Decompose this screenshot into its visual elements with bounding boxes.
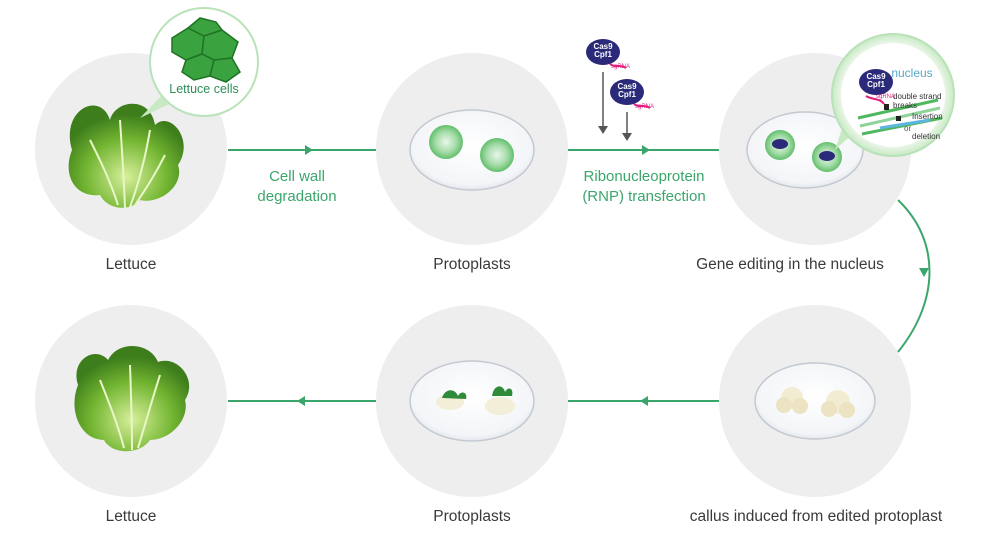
petri-dish-callus [754, 362, 876, 440]
rnp-guide-label-2: sgRNA [635, 104, 655, 110]
or-label: or [904, 124, 912, 133]
nucleus-guide-label: sgRNA [876, 94, 896, 100]
lettuce-plant-top [68, 103, 184, 209]
deletion-label: deletion [912, 132, 941, 141]
nucleus-callout [831, 33, 955, 157]
step-cell-wall-line1: Cell wall [269, 168, 325, 185]
stage-label-gene-editing: Gene editing in the nucleus [696, 256, 884, 273]
nucleus-label: nucleus [891, 66, 933, 80]
arrowhead-4 [640, 396, 648, 406]
rnp-guide-label-1: sgRNA [611, 64, 631, 70]
step-rnp-line2: (RNP) transfection [582, 188, 706, 205]
nucleus-enzyme-label: Cas9 Cpf1 [866, 72, 886, 89]
arrow-curve-down [897, 199, 931, 353]
arrowhead-5 [297, 396, 305, 406]
step-cell-wall-line2: degradation [257, 188, 337, 205]
lettuce-cells-label: Lettuce cells [169, 82, 239, 96]
stage-label-lettuce-top: Lettuce [105, 256, 157, 273]
stage-label-lettuce-bottom: Lettuce [105, 508, 157, 525]
rnp-enzyme-icon-1 [586, 39, 620, 65]
arrowhead-2 [642, 145, 650, 155]
petri-dish-protoplasts-top [409, 109, 535, 191]
stage-label-protoplasts-top: Protoplasts [433, 256, 511, 273]
petri-dish-gene-editing [746, 111, 864, 189]
stage-label-protoplasts-bottom: Protoplasts [433, 508, 511, 525]
rnp-guide-rna-icon-2 [633, 103, 651, 109]
lettuce-cells-callout [140, 7, 259, 118]
petri-dish-seedlings [409, 360, 535, 442]
rnp-enzyme-label-2: Cas9 Cpf1 [617, 82, 637, 99]
insertion-label: Insertion [912, 112, 943, 121]
lettuce-plant-bottom [74, 345, 190, 452]
rnp-complex-icons [586, 39, 651, 141]
arrow-heads [297, 145, 929, 406]
rnp-enzyme-icon-2 [610, 79, 644, 105]
rnp-guide-rna-icon-1 [609, 63, 627, 69]
stage-label-callus: callus induced from edited protoplast [689, 508, 943, 525]
rnp-enzyme-label-1: Cas9 Cpf1 [593, 42, 613, 59]
arrowhead-1 [305, 145, 313, 155]
arrowhead-3 [919, 268, 929, 277]
step-rnp-line1: Ribonucleoprotein [583, 168, 705, 185]
double-strand-breaks-label: double strand breaks [893, 92, 942, 110]
